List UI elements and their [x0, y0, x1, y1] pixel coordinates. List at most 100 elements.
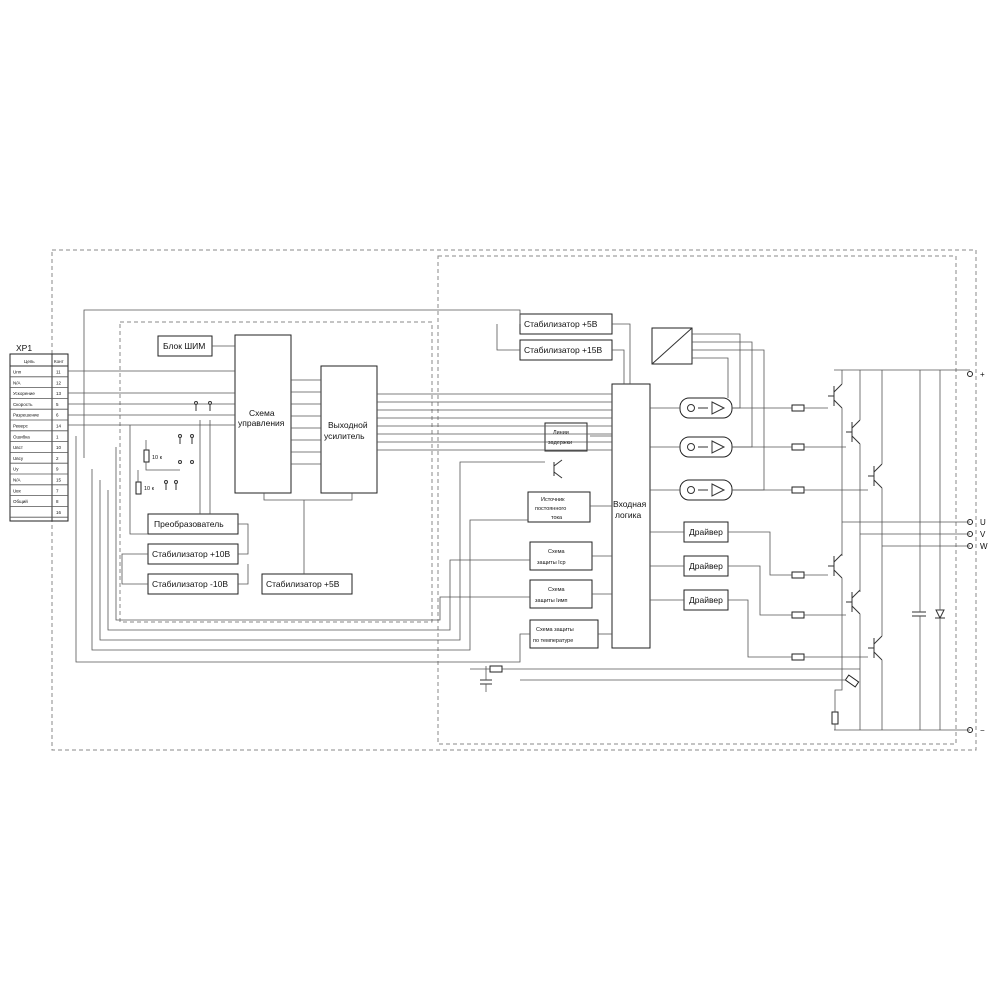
gate-resistor: [791, 443, 805, 451]
delay-lines-label-2: задержки: [548, 440, 572, 446]
optocoupler: [679, 436, 733, 458]
avg-current-protection-label-2: защиты Iср: [537, 560, 566, 566]
amplifier-block-label-1: Выходной: [328, 420, 368, 430]
connector-row: Ошибка 1: [10, 434, 68, 443]
optocoupler: [679, 479, 733, 501]
avg-current-protection-block: [529, 541, 593, 571]
power-section-frame: [437, 255, 957, 745]
temperature-protection-label-2: по температуре: [533, 638, 573, 644]
zener-diode: [935, 609, 945, 620]
pulse-current-protection-block: [529, 579, 593, 609]
stabilizer-5-left-block: [261, 573, 353, 595]
connector-header-circuit: Цепь: [24, 359, 35, 364]
gate-resistor: [791, 404, 805, 412]
resistor-10k-1: 10 к: [143, 449, 163, 463]
resistor-10k-1-label: 10 к: [152, 455, 163, 461]
pwm-block-label: Блок ШИМ: [163, 341, 205, 351]
gate-resistor: [791, 486, 805, 494]
connector-row-name: Uвх: [13, 488, 22, 493]
converter-block-label: Преобразователь: [154, 519, 224, 529]
connector-row-pin: 9: [56, 467, 59, 472]
terminal-v: V: [980, 530, 986, 539]
control-block-label-2: управления: [238, 418, 285, 428]
igbt-transistor: [868, 463, 883, 489]
pulse-current-protection-label-1: Схема: [548, 587, 566, 593]
connector-row-pin: 5: [56, 402, 59, 407]
igbt-transistor: [828, 383, 843, 409]
connector-row: 16: [10, 510, 68, 518]
wiring: [68, 309, 970, 731]
gate-resistor: [791, 571, 805, 579]
igbt-transistor: [846, 419, 861, 445]
connector-row-name: Uвст: [13, 445, 23, 450]
resistor-10k-2: 10 к: [135, 481, 155, 495]
connector-row-pin: 10: [56, 445, 62, 450]
terminal-minus: −: [980, 726, 985, 735]
connector-row-pin: 2: [56, 456, 59, 461]
connector-row-name: Общий: [13, 498, 28, 504]
current-source-label-2: постоянного: [535, 506, 566, 512]
connector-row-pin: 11: [56, 370, 61, 375]
connector-row-name: Uвсу: [13, 456, 24, 461]
control-section-frame: [119, 321, 433, 623]
connector-row: Uвсу 2: [10, 456, 68, 464]
connector-row: Uвст 10: [10, 445, 68, 453]
connector-row: N/A 15: [10, 478, 68, 486]
connector-row-pin: 16: [56, 510, 62, 515]
connector-row-pin: 12: [56, 380, 62, 385]
connector-row-name: Реверс: [13, 424, 29, 429]
current-source-block: [527, 491, 591, 523]
connector-header-pin: Конт: [54, 359, 64, 364]
resistor-10k-2-label: 10 к: [144, 486, 155, 492]
amplifier-block-label-2: усилитель: [324, 431, 365, 441]
delay-lines-block: [544, 422, 588, 452]
connector-row-name: N/A: [13, 478, 21, 483]
connector-row-name: Ошибка: [13, 434, 30, 439]
control-block: [234, 334, 292, 494]
connector-row: Uпп 11: [10, 370, 68, 378]
bias-transistor: [553, 459, 563, 479]
stabilizer-15-label: Стабилизатор +15В: [524, 345, 602, 355]
current-source-label-3: тока: [551, 515, 563, 521]
connector-row-pin: 14: [56, 424, 62, 429]
connector-title: XP1: [16, 343, 32, 353]
pulse-current-protection-label-2: защиты Iимп: [535, 598, 568, 604]
filter-capacitor: [480, 679, 492, 685]
terminal-plus-contact: [967, 371, 973, 377]
dcdc-converter-symbol: [651, 327, 693, 365]
igbt-transistor: [846, 589, 861, 615]
current-source-label-1: Источник: [541, 497, 565, 503]
stabilizer-plus10-label: Стабилизатор +10В: [152, 549, 230, 559]
connector-row-pin: 8: [56, 499, 59, 504]
power-terminals: + U V W −: [967, 370, 988, 735]
terminal-w: W: [980, 542, 988, 551]
input-switches: [164, 401, 212, 490]
control-block-label-1: Схема: [249, 408, 275, 418]
connector-row-name: Uпп: [13, 370, 22, 375]
driver-block-3-label: Драйвер: [689, 595, 723, 605]
dc-link-capacitor: [912, 611, 926, 617]
connector-row: Реверс 14: [10, 424, 68, 432]
gate-resistor: [791, 611, 805, 619]
connector-row: Общий 8: [10, 498, 68, 507]
stabilizer-5-left-label: Стабилизатор +5В: [266, 579, 340, 589]
connector-row-pin: 15: [56, 478, 62, 483]
outer-frame: [51, 249, 977, 751]
igbt-transistor: [868, 635, 883, 661]
gate-resistor: [791, 653, 805, 661]
amplifier-block: [320, 365, 378, 494]
connector-row-name: Ускорение: [13, 391, 35, 396]
connector-row-pin: 1: [56, 434, 59, 439]
stabilizer-minus10-label: Стабилизатор -10В: [152, 579, 228, 589]
shunt-resistor: [831, 711, 839, 725]
connector-row-name: Разрешение: [13, 413, 39, 418]
thermistor: [844, 674, 860, 688]
input-logic-label-2: логика: [615, 510, 642, 520]
driver-block-2-label: Драйвер: [689, 561, 723, 571]
